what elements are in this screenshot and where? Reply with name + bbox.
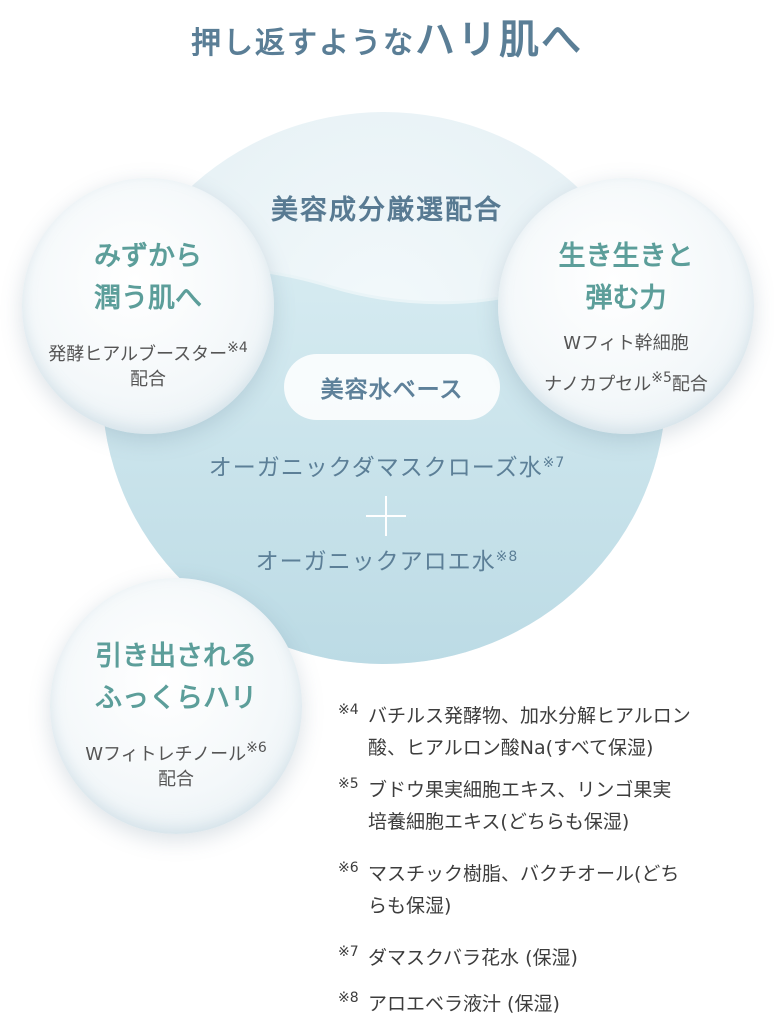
footnote-line: 酸、ヒアルロン酸Na(すべて保湿)	[368, 737, 654, 759]
title-small: 押し返すような	[191, 26, 415, 61]
footnote-mark: ※7	[338, 944, 359, 960]
footnote-line: マスチック樹脂、バクチオール(どち	[368, 863, 680, 885]
bubble-heading-line1: 生き生きと	[558, 241, 694, 272]
bubble-ref: ※4	[227, 340, 248, 356]
footnote-line: ブドウ果実細胞エキス、リンゴ果実	[368, 779, 672, 801]
title-large: ハリ肌へ	[415, 17, 583, 63]
bubble-sub-line2: 配合	[158, 769, 194, 790]
footnote-item: ※4 バチルス発酵物、加水分解ヒアルロン 酸、ヒアルロン酸Na(すべて保湿)	[338, 700, 758, 764]
footnote-item: ※6 マスチック樹脂、バクチオール(どち らも保湿)	[338, 858, 758, 922]
bubble-sub-suffix: 配合	[671, 374, 708, 395]
bubble-firmness: 引き出される ふっくらハリ Wフィトレチノール※6 配合	[50, 578, 302, 834]
footnotes: ※4 バチルス発酵物、加水分解ヒアルロン 酸、ヒアルロン酸Na(すべて保湿) ※…	[338, 700, 758, 1020]
bubble-moisture: みずから 潤う肌へ 発酵ヒアルブースター※4 配合	[22, 178, 274, 434]
bubble-sub-line2: ナノカプセル※5配合	[498, 362, 754, 401]
bubble-ref: ※6	[246, 740, 267, 756]
ingredient-aloe: オーガニックアロエ水※8	[0, 542, 774, 576]
bubble-sub-line1: Wフィトレチノール※6	[50, 732, 302, 771]
footnote-line: ダマスクバラ花水 (保湿)	[368, 947, 578, 969]
footnote-mark: ※4	[338, 702, 359, 718]
bubble-vitality: 生き生きと 弾む力 Wフィト幹細胞 ナノカプセル※5配合	[498, 178, 754, 434]
ingredient-rose-ref: ※7	[542, 455, 566, 471]
bubble-sub-text: Wフィトレチノール	[85, 744, 247, 765]
footnote-mark: ※8	[338, 990, 359, 1006]
footnote-line: 培養細胞エキス(どちらも保湿)	[368, 811, 630, 833]
footnote-item: ※7 ダマスクバラ花水 (保湿)	[338, 942, 758, 974]
bubble-heading-line1: みずから	[94, 241, 202, 272]
footnote-item: ※5 ブドウ果実細胞エキス、リンゴ果実 培養細胞エキス(どちらも保湿)	[338, 774, 758, 838]
bubble-sub-line1: Wフィト幹細胞	[563, 333, 689, 354]
footnote-line: アロエベラ液汁 (保湿)	[368, 993, 560, 1015]
ingredient-rose: オーガニックダマスクローズ水※7	[0, 448, 774, 482]
footnote-mark: ※5	[338, 776, 359, 792]
bubble-sub-text: 発酵ヒアルブースター	[48, 344, 228, 365]
footnote-mark: ※6	[338, 860, 359, 876]
plus-icon	[366, 496, 406, 536]
base-pill: 美容水ベース	[284, 354, 500, 420]
footnote-line: バチルス発酵物、加水分解ヒアルロン	[368, 705, 691, 727]
bubble-heading-line2: 弾む力	[585, 283, 667, 314]
base-label: 美容水ベース	[320, 377, 464, 403]
bubble-sub-line2: 配合	[130, 369, 166, 390]
bubble-heading-line2: ふっくらハリ	[95, 683, 257, 714]
ingredient-aloe-text: オーガニックアロエ水	[255, 549, 496, 575]
bubble-sub-text: ナノカプセル	[544, 374, 652, 395]
page-title: 押し返すようなハリ肌へ	[0, 14, 774, 74]
footnote-line: らも保湿)	[368, 895, 452, 917]
bubble-heading-line2: 潤う肌へ	[94, 283, 202, 314]
ingredient-aloe-ref: ※8	[495, 549, 519, 565]
ingredient-rose-text: オーガニックダマスクローズ水	[208, 455, 543, 481]
bubble-sub-line1: 発酵ヒアルブースター※4	[22, 332, 274, 371]
bubble-heading-line1: 引き出される	[95, 641, 257, 672]
footnote-item: ※8 アロエベラ液汁 (保湿)	[338, 988, 758, 1020]
section-heading: 美容成分厳選配合	[271, 195, 503, 226]
bubble-ref: ※5	[651, 370, 672, 386]
